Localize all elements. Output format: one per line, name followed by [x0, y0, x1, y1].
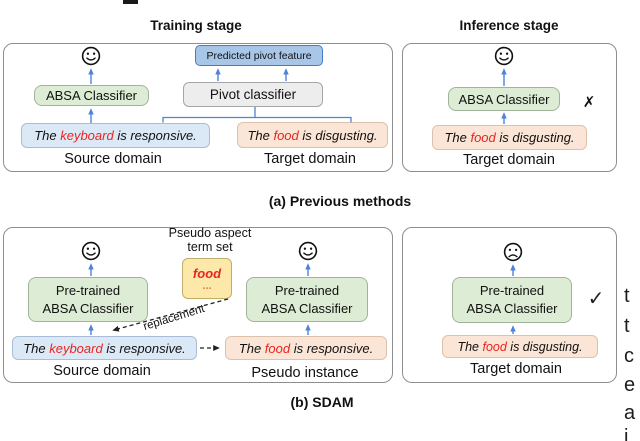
pseudo-aspect-term-set-box: food ...: [182, 258, 232, 299]
clipped-text-letter: t: [624, 315, 630, 337]
aspect-term-ellipsis: ...: [202, 280, 212, 292]
absa-classifier-label: ABSA Classifier: [458, 91, 550, 107]
happy-face-icon: [298, 241, 318, 261]
sentence-text: The keyboard is responsive.: [34, 128, 197, 143]
pseudo-sentence-box: The food is responsive.: [225, 336, 387, 360]
aspect-term: food: [192, 266, 222, 281]
absa-classifier-label: ABSA Classifier: [45, 88, 138, 103]
pretrained-classifier-box-pseudo: Pre-trained ABSA Classifier: [246, 277, 368, 322]
pivot-classifier-label: Pivot classifier: [209, 87, 297, 102]
target-sentence-box-b-right: The food is disgusting.: [442, 335, 598, 358]
predicted-pivot-feature-box: Predicted pivot feature: [195, 45, 323, 66]
clipped-text-letter: i: [624, 426, 629, 441]
clipped-text-letter: e: [624, 374, 636, 396]
sentence-text: The food is responsive.: [238, 340, 374, 356]
target-domain-label-b-right: Target domain: [470, 361, 562, 377]
caption-sdam: (b) SDAM: [290, 394, 354, 410]
pretrained-classifier-box-target: Pre-trained ABSA Classifier: [452, 277, 572, 323]
target-sentence-box-a: The food is disgusting.: [237, 122, 388, 148]
source-sentence-box-b: The keyboard is responsive.: [12, 336, 197, 360]
x-mark-icon: ✗: [582, 94, 596, 111]
happy-face-icon: [494, 46, 514, 66]
pretrained-classifier-box-source: Pre-trained ABSA Classifier: [28, 277, 148, 322]
pivot-classifier-box: Pivot classifier: [183, 82, 323, 107]
pretrained-classifier-label: Pre-trained ABSA Classifier: [42, 282, 134, 316]
sentence-text: The food is disgusting.: [444, 130, 575, 145]
clipped-text-fragment-top: [123, 0, 138, 4]
target-sentence-box-a-right: The food is disgusting.: [432, 125, 587, 150]
training-stage-title: Training stage: [150, 18, 242, 33]
happy-face-icon: [81, 46, 101, 66]
clipped-text-letter: a: [624, 402, 636, 424]
pretrained-classifier-label: Pre-trained ABSA Classifier: [466, 283, 558, 316]
source-sentence-box-a: The keyboard is responsive.: [21, 123, 210, 148]
absa-classifier-box-training: ABSA Classifier: [34, 85, 149, 106]
sentence-text: The keyboard is responsive.: [23, 340, 186, 356]
caption-previous-methods: (a) Previous methods: [268, 193, 412, 209]
source-domain-label-b: Source domain: [53, 363, 151, 379]
absa-classifier-box-inference: ABSA Classifier: [448, 87, 560, 111]
sad-face-icon: [503, 242, 523, 262]
sentence-text: The food is disgusting.: [457, 339, 583, 354]
happy-face-icon: [81, 241, 101, 261]
target-domain-label-a-right: Target domain: [463, 152, 555, 168]
target-domain-label-a: Target domain: [264, 151, 356, 167]
clipped-text-letter: t: [624, 285, 630, 307]
pretrained-classifier-label: Pre-trained ABSA Classifier: [261, 282, 353, 316]
predicted-pivot-feature-label: Predicted pivot feature: [206, 49, 312, 62]
inference-stage-title: Inference stage: [459, 18, 559, 33]
source-domain-label-a: Source domain: [64, 151, 162, 167]
pseudo-instance-label: Pseudo instance: [251, 365, 359, 381]
clipped-text-letter: c: [624, 345, 634, 367]
pseudo-aspect-term-set-label: Pseudo aspect term set: [168, 226, 252, 254]
checkmark-icon: ✓: [587, 288, 605, 310]
sentence-text: The food is disgusting.: [247, 127, 378, 143]
